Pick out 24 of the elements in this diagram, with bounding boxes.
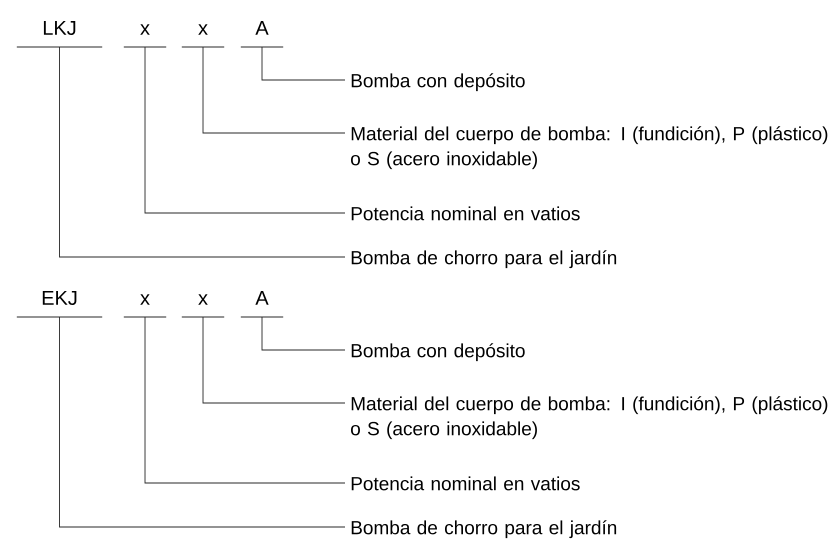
leader-line	[144, 46, 346, 214]
code-segment: EKJ	[16, 291, 103, 318]
code-segment: A	[240, 291, 284, 318]
code-segment: x	[123, 24, 167, 48]
code-segment: A	[240, 21, 284, 48]
leader-line	[202, 316, 346, 404]
description-text: Bomba con depósito	[352, 73, 525, 92]
leader-line	[202, 46, 346, 134]
code-segment: x	[123, 294, 167, 318]
description-text: Material del cuerpo de bomba: I (fundición), P (plástico) o S (acero inoxidable)	[351, 396, 828, 440]
description-text: Potencia nominal en vatios	[352, 476, 580, 490]
code-segment: x	[181, 294, 225, 318]
code-segment: x	[181, 24, 225, 48]
leader-line	[59, 316, 346, 528]
description-text: Bomba con depósito	[352, 343, 525, 362]
description-text: Bomba de chorro para el jardín	[352, 520, 616, 538]
leader-line	[262, 316, 346, 350]
leader-line	[262, 46, 346, 80]
leader-line	[59, 46, 346, 258]
description-text: Material del cuerpo de bomba: I (fundición), P (plástico) o S (acero inoxidable)	[351, 126, 828, 170]
description-text: Bomba de chorro para el jardín	[352, 250, 616, 268]
code-segment: LKJ	[16, 21, 103, 48]
leader-line	[144, 316, 346, 484]
description-text: Potencia nominal en vatios	[352, 206, 580, 220]
